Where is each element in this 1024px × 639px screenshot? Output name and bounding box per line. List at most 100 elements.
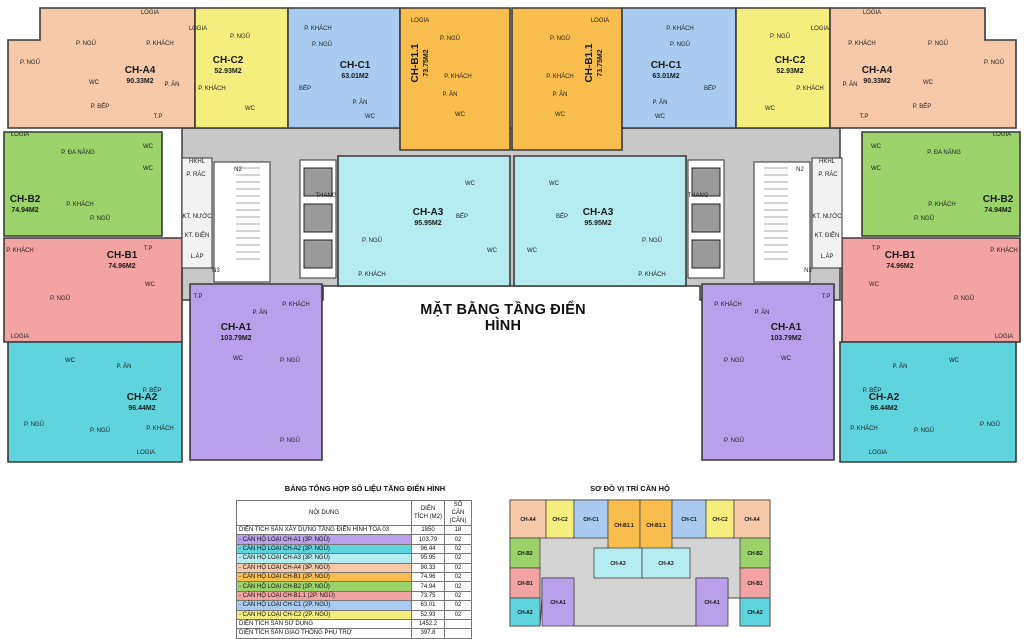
unit-code: CH-A1 [771,322,802,333]
unit-area: 95.95M2 [584,220,611,227]
core-label-thang: THANG [316,193,337,199]
table-cell-area: 95.95 [411,553,445,564]
core-label-n3: N3 [212,268,220,274]
room-label: WC [65,358,76,364]
minimap-label: CH-B1 [747,581,762,587]
minimap-cell [639,499,673,551]
room-label: P. NGỦ [312,41,332,48]
room-label: P. NGỦ [24,421,44,428]
room-label: LOGIA [411,18,429,24]
room-label: LOGIA [137,450,155,456]
room-label: WC [145,282,156,288]
room-label: P. KHÁCH [66,201,94,208]
room-label: LOGIA [591,18,609,24]
room-label: P. KHÁCH [638,271,666,278]
room-label: P. NGỦ [230,33,250,40]
table-cell-count [444,618,472,630]
unit-area: 90.33M2 [126,78,153,85]
minimap-title: SƠ ĐỒ VỊ TRÍ CĂN HỘ [590,484,670,493]
room-label: WC [465,181,476,187]
room-label: P. NGỦ [928,40,948,47]
unit-shape [861,131,1021,237]
minimap-cell [573,499,609,539]
room-label: WC [869,282,880,288]
room-label: P. KHÁCH [990,247,1018,254]
unit-code: CH-C2 [775,55,806,66]
minimap-cell [593,547,643,579]
table-cell-area: 74.94 [411,581,445,592]
unit-code: CH-B1.1 [584,43,595,82]
minimap-cell [671,499,707,539]
table-cell-label: - CĂN HỘ LOẠI CH-A3 (3P. NGỦ) [236,553,412,564]
room-label: WC [923,80,934,86]
room-label: T.P [872,246,881,252]
minimap-cell [695,577,729,627]
table-cell-area: 90.33 [411,562,445,573]
room-label: BẾP [299,85,311,92]
room-label: P. KHÁCH [546,73,574,80]
room-label: P. BẾP [913,103,932,110]
room-label: LOGIA [993,132,1011,138]
unit-area: 73.75M2 [423,49,430,76]
room-label: P. KHÁCH [796,85,824,92]
room-label: P. KHÁCH [304,25,332,32]
room-label: P. NGỦ [362,237,382,244]
unit-shape [7,341,183,463]
room-label: WC [89,80,100,86]
unit-shape [839,341,1017,463]
unit-area: 74.94M2 [11,207,38,214]
core-label-lapap: L.ÁP [190,253,203,260]
core-label-n2: N2 [234,167,242,173]
room-label: P. ĂN [553,91,568,98]
room-label: P. ĂN [843,81,858,88]
floor-plan-title: MẶT BẰNG TẦNG ĐIỂN HÌNH [420,302,586,334]
unit-area: 52.93M2 [214,68,241,75]
table-cell-count: 02 [444,609,472,620]
room-label: P. NGỦ [724,357,744,364]
room-label: P. NGỦ [440,35,460,42]
room-label: P. NGỦ [50,295,70,302]
minimap-cell [739,567,771,599]
unit-code: CH-B2 [10,194,41,205]
room-label: WC [487,248,498,254]
unit-area: 103.79M2 [220,335,251,342]
header-count: SỐ CĂN (CĂN) [444,500,472,526]
unit-code: CH-C1 [651,60,682,71]
room-label: LOGIA [995,334,1013,340]
unit-shape [7,7,196,129]
minimap-cell [705,499,735,539]
table-cell-area: 73.75 [411,590,445,602]
room-label: P. KHÁCH [444,73,472,80]
units: LOGIA P. KHÁCH P. NGỦ P. NGỦ P. ĂN P. BẾP WC T.… [3,7,1021,463]
room-label: P. NGỦ [980,421,1000,428]
room-label: LOGIA [11,132,29,138]
unit-area: 63.01M2 [341,73,368,80]
unit-area: 74.96M2 [886,263,913,270]
room-label: P. NGỦ [550,35,570,42]
table-cell-area: 1452.2 [411,618,445,630]
unit-code: CH-A4 [862,65,893,76]
minimap-label: CH-B1.1 [646,523,666,529]
unit-shape [829,7,1017,129]
room-label: LOGIA [863,10,881,16]
unit-area: 74.94M2 [984,207,1011,214]
room-label: P. NGỦ [280,357,300,364]
minimap-label: CH-B2 [517,551,532,557]
room-label: P. NGỦ [90,215,110,222]
unit-shape [511,7,623,151]
core-label-thang-r: THANG [688,193,709,199]
core-label-prac: P. RÁC [186,171,206,178]
unit-shape [189,283,323,461]
minimap-label: CH-B1.1 [614,523,634,529]
